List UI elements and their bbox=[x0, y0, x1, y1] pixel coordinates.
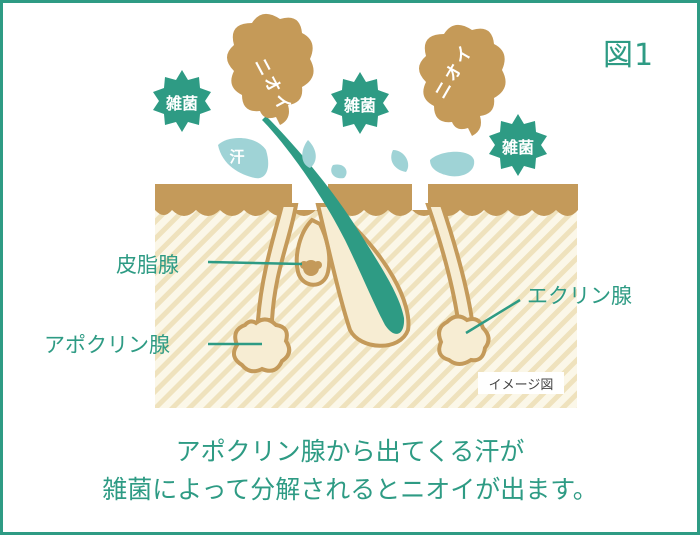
bacteria-label-3: 雑菌 bbox=[501, 138, 534, 157]
apocrine-gland-label: アポクリン腺 bbox=[44, 333, 170, 357]
odor-cloud-right bbox=[419, 24, 506, 136]
hair-shaft bbox=[262, 116, 405, 334]
caption-line-1: アポクリン腺から出てくる汗が bbox=[175, 437, 525, 466]
sebaceous-leader bbox=[207, 260, 303, 266]
bacteria-label-1: 雑菌 bbox=[165, 94, 198, 113]
bacteria-badge-1 bbox=[153, 70, 211, 132]
apocrine-gland-body bbox=[231, 317, 292, 374]
figure-number: 図1 bbox=[603, 38, 655, 73]
sweat-droplet-5 bbox=[430, 151, 475, 177]
epidermis-layer bbox=[155, 184, 578, 216]
image-note-bg bbox=[478, 372, 564, 394]
image-note: イメージ図 bbox=[489, 378, 554, 393]
sweat-droplet-1 bbox=[218, 138, 269, 179]
eccrine-gland-label: エクリン腺 bbox=[527, 284, 632, 308]
caption-line-2: 雑菌によって分解されるとニオイが出ます。 bbox=[102, 475, 598, 504]
sweat-droplet-4 bbox=[391, 150, 409, 172]
bacteria-badge-2 bbox=[331, 72, 389, 134]
bacteria-badge-3 bbox=[489, 114, 547, 176]
odor-cloud-left bbox=[227, 13, 314, 126]
sweat-droplet-3 bbox=[331, 164, 347, 179]
bacteria-label-2: 雑菌 bbox=[343, 96, 376, 115]
sweat-droplet-2 bbox=[302, 140, 316, 168]
eccrine-leader bbox=[465, 298, 521, 335]
sweat-label: 汗 bbox=[229, 148, 244, 166]
pore-2 bbox=[412, 180, 428, 210]
sebaceous-gland-label: 皮脂腺 bbox=[116, 253, 179, 277]
eccrine-gland-body bbox=[437, 314, 491, 366]
